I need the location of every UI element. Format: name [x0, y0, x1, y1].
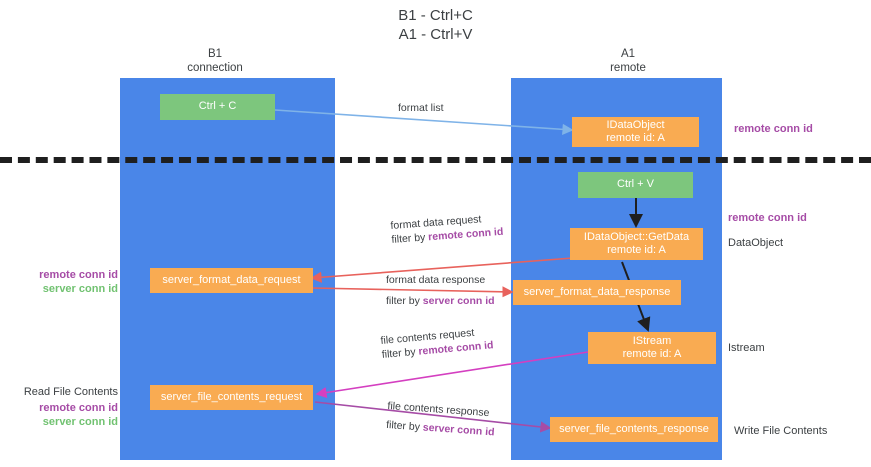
node-istream-line1: IStream — [632, 334, 672, 347]
edge-format-list — [274, 109, 574, 135]
node-idataobject-line2: remote id: A — [606, 132, 665, 144]
lane-header-b1-sub: connection — [187, 62, 243, 74]
annotation-right-write: Write File Contents — [734, 425, 828, 437]
edge-file-contents-response — [314, 401, 552, 433]
lane-header-b1: B1 connection — [145, 47, 285, 75]
annotation-left-bottom-line2: server conn id — [42, 416, 118, 428]
phase-divider — [0, 157, 871, 163]
edge-label-format-data-response: format data response filter by server co… — [386, 273, 495, 308]
node-server-file-contents-request[interactable]: server_file_contents_request — [150, 385, 313, 410]
title-line-2: A1 - Ctrl+V — [398, 26, 473, 43]
node-ctrl-v-label: Ctrl + V — [617, 178, 654, 191]
node-ctrl-c[interactable]: Ctrl + C — [160, 94, 275, 120]
node-getdata[interactable]: IDataObject::GetData remote id: A — [570, 228, 703, 260]
edge-format-data-request — [310, 257, 574, 283]
edge-label-format-list-text: format list — [398, 102, 444, 114]
filter-key: server conn id — [422, 295, 495, 307]
edge-label-format-data-response-line1: format data response — [386, 274, 486, 286]
annotation-left-mid: remote conn id server conn id — [18, 268, 118, 296]
annotation-left-mid-line2: server conn id — [42, 283, 118, 295]
annotation-left-bottom-line1: remote conn id — [39, 402, 118, 414]
node-server-file-contents-request-label: server_file_contents_request — [160, 390, 303, 403]
node-istream[interactable]: IStream remote id: A — [588, 332, 716, 364]
node-ctrl-v[interactable]: Ctrl + V — [578, 172, 693, 198]
annotation-right-dataobject: DataObject — [728, 237, 784, 249]
edge-label-format-list: format list — [398, 101, 444, 115]
filter-prefix: filter by — [385, 418, 424, 434]
annotation-left-bottom: remote conn id server conn id — [18, 401, 118, 429]
annotation-left-read: Read File Contents — [23, 386, 118, 398]
node-server-format-data-response-label: server_format_data_response — [523, 285, 671, 298]
node-server-format-data-response[interactable]: server_format_data_response — [513, 280, 681, 305]
filter-prefix: filter by — [381, 345, 419, 361]
lane-header-a1-name: A1 — [620, 48, 636, 60]
page-title: B1 - Ctrl+C A1 - Ctrl+V — [0, 6, 871, 44]
annotation-right-istream: Istream — [728, 342, 765, 354]
edge-file-contents-request — [315, 351, 589, 399]
edge-format-data-response — [311, 286, 514, 298]
node-server-format-data-request[interactable]: server_format_data_request — [150, 268, 313, 293]
title-line-1: B1 - Ctrl+C — [398, 7, 473, 24]
annotation-left-mid-line1: remote conn id — [39, 269, 118, 281]
filter-prefix: filter by — [386, 295, 423, 307]
edge-label-format-data-response-line2: filter by server conn id — [386, 294, 495, 308]
node-idataobject-line1: IDataObject — [606, 118, 665, 131]
annotation-right-top: remote conn id — [734, 123, 813, 135]
node-server-file-contents-response[interactable]: server_file_contents_response — [550, 417, 718, 442]
node-server-format-data-request-label: server_format_data_request — [162, 273, 301, 286]
node-idataobject[interactable]: IDataObject remote id: A — [572, 117, 699, 147]
node-getdata-line1: IDataObject::GetData — [583, 230, 690, 243]
filter-prefix: filter by — [391, 231, 429, 246]
annotation-right-getdata: remote conn id — [728, 212, 807, 224]
node-getdata-line2: remote id: A — [607, 244, 666, 256]
lane-header-b1-name: B1 — [207, 48, 223, 60]
lane-header-a1: A1 remote — [548, 47, 708, 75]
lane-header-a1-sub: remote — [610, 62, 646, 74]
node-istream-line2: remote id: A — [622, 348, 682, 360]
node-ctrl-c-label: Ctrl + C — [198, 100, 237, 113]
node-server-file-contents-response-label: server_file_contents_response — [559, 422, 709, 435]
